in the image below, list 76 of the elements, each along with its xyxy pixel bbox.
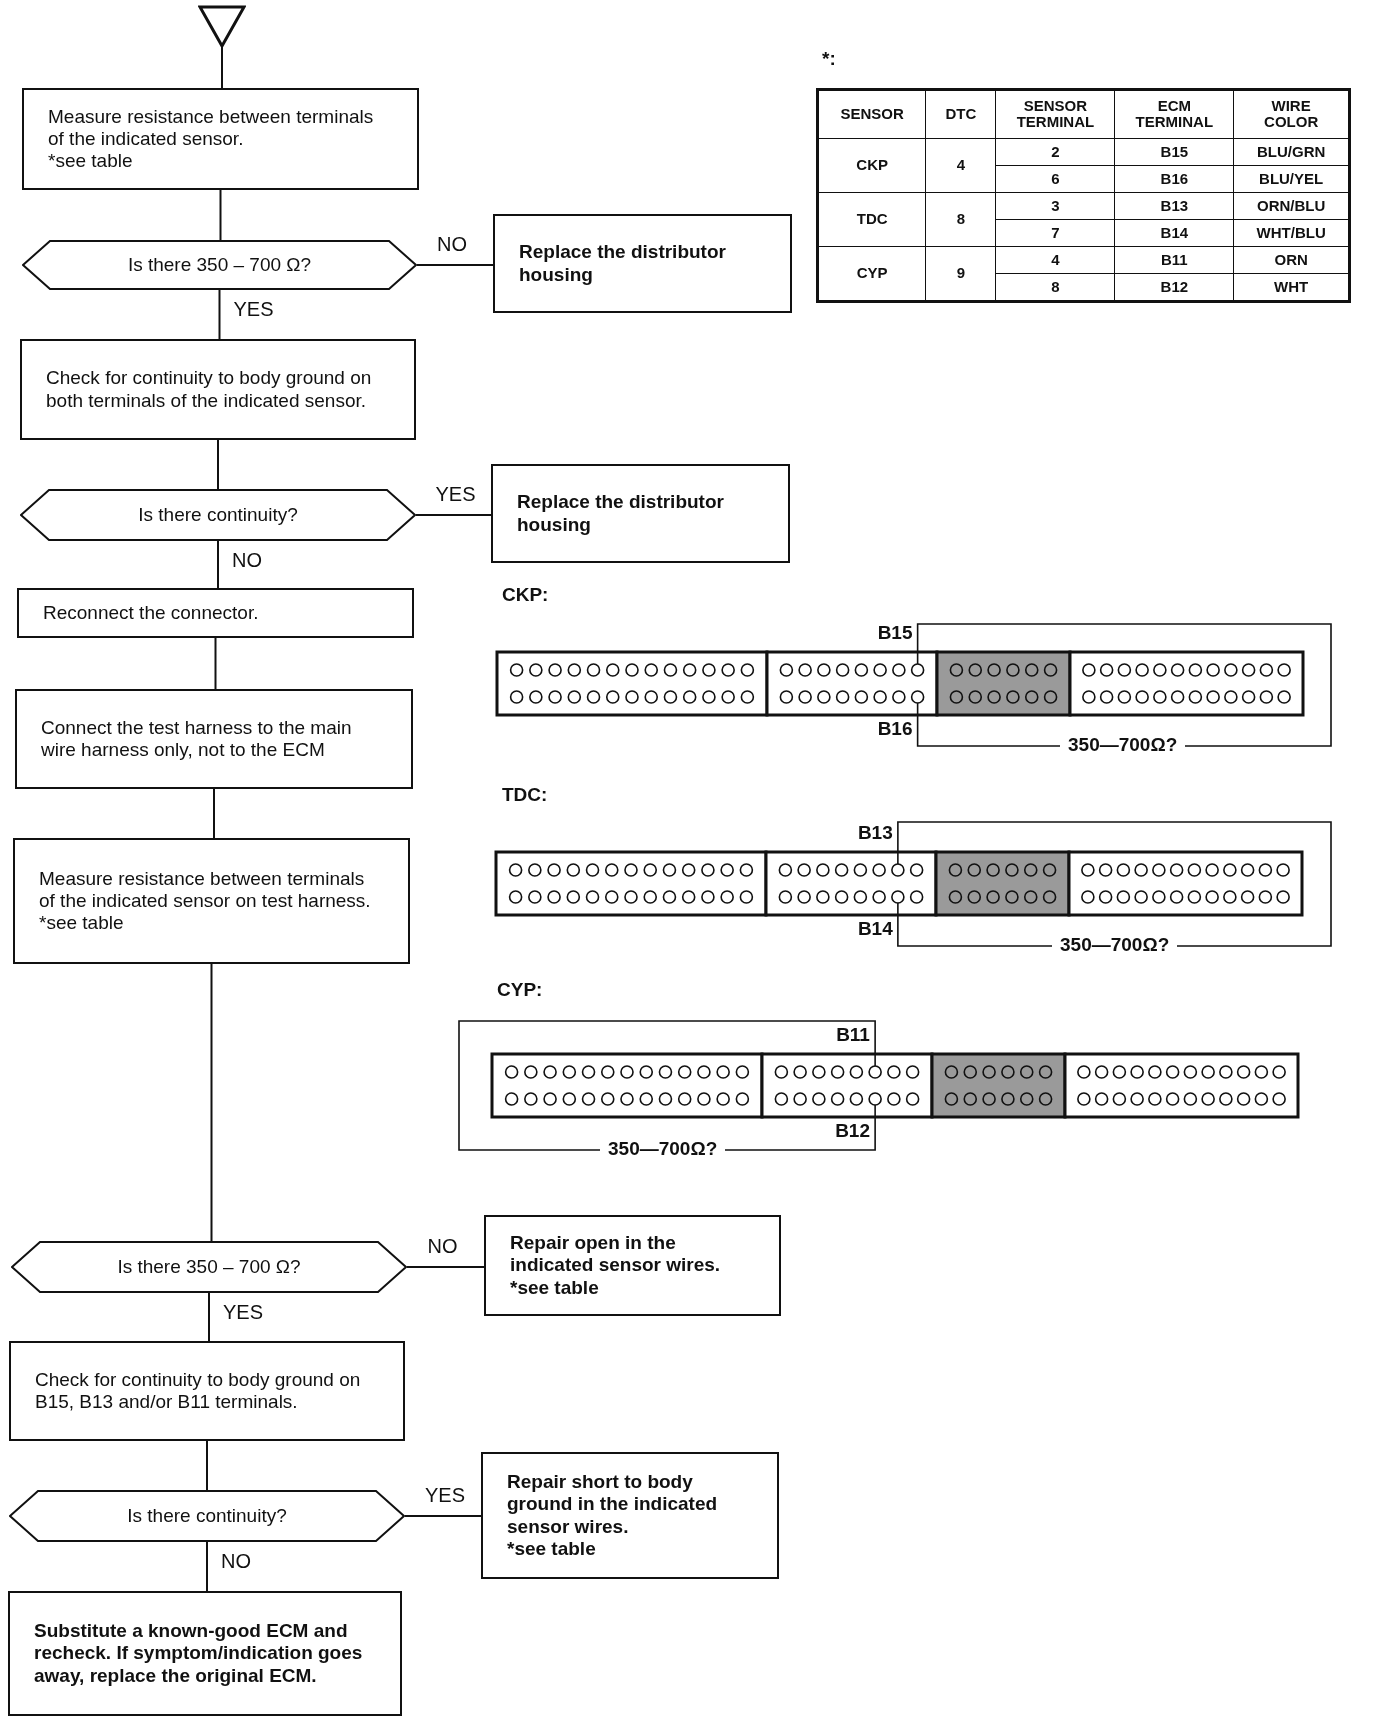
edge-label: YES [435, 483, 476, 506]
connector-line [221, 46, 223, 89]
table-cell: SENSOR TERMINAL [995, 89, 1115, 139]
node-text: Is there 350 – 700 Ω? [117, 1255, 301, 1279]
node-text: Repair open in the indicated sensor wires. [510, 1232, 722, 1277]
table-cell: B11 [1114, 246, 1234, 274]
table-cell: 2 [995, 138, 1115, 166]
edge-label: YES [223, 1301, 264, 1324]
table-cell: DTC [925, 89, 996, 139]
table-cell: B15 [1114, 138, 1234, 166]
process-box [17, 588, 414, 638]
table-cell: CKP [817, 138, 926, 193]
node-text: Repair short to body ground in the indicated sensor wires. [507, 1471, 719, 1538]
table-cell: TDC [817, 192, 926, 247]
connector-line [206, 1440, 208, 1491]
node-text: Connect the test harness to the main wire harness only, not to the ECM [41, 716, 353, 762]
table-cell: ECM TERMINAL [1114, 89, 1234, 139]
connector-line [218, 289, 221, 340]
node-text: *see table [510, 1276, 600, 1299]
node-text: Is there continuity? [138, 503, 298, 527]
process-box [481, 1452, 779, 1579]
table-cell: 4 [925, 138, 996, 193]
node-text: Measure resistance between terminals of the indicated sensor. [48, 105, 375, 151]
node-text: Is there continuity? [127, 1504, 287, 1528]
edge-label: NO [221, 1550, 251, 1573]
decision-shape [20, 489, 416, 541]
node-text: *see table [39, 912, 125, 935]
table-cell: 4 [995, 246, 1115, 274]
process-box [484, 1215, 781, 1316]
table-cell: 6 [995, 165, 1115, 193]
process-box [493, 214, 792, 313]
table-cell: B16 [1114, 165, 1234, 193]
connector-line [416, 264, 494, 266]
connector-line [214, 637, 217, 690]
node-text: *see table [507, 1537, 597, 1560]
connector-line [415, 514, 492, 516]
start-triangle [198, 5, 246, 47]
node-text: Reconnect the connector. [43, 601, 260, 625]
decision-shape [11, 1241, 407, 1293]
table-cell: 7 [995, 219, 1115, 247]
node-text: Check for continuity to body ground on both terminals of the indicated sensor. [46, 367, 373, 412]
connector-line [210, 963, 213, 1242]
connector-line [217, 540, 219, 589]
decision-shape [22, 240, 417, 290]
table-cell: 3 [995, 192, 1115, 220]
process-box [9, 1341, 405, 1441]
connector-line [208, 1292, 210, 1342]
table-cell: B13 [1114, 192, 1234, 220]
table-cell: 8 [925, 192, 996, 247]
connector-line [404, 1515, 482, 1517]
node-text: Measure resistance between terminals of the indicated sensor on test harness. [39, 867, 372, 913]
connector-line [213, 788, 215, 839]
connector-line [219, 189, 222, 241]
table-cell: SENSOR [817, 89, 926, 139]
node-text: Is there 350 – 700 Ω? [127, 253, 312, 277]
connector-line [217, 439, 219, 490]
process-box [22, 88, 419, 190]
process-box [8, 1591, 402, 1716]
connector-line [406, 1266, 485, 1268]
edge-label: NO [427, 1235, 458, 1258]
node-text: *see table [48, 150, 134, 173]
edge-label: NO [232, 549, 262, 572]
table-cell: B14 [1114, 219, 1234, 247]
process-box [20, 339, 416, 440]
node-text: Check for continuity to body ground on B15, B13 and/or B11 terminals. [35, 1368, 362, 1414]
process-box [13, 838, 410, 964]
process-box [491, 464, 790, 563]
node-text: Replace the distributor housing [519, 241, 727, 286]
edge-label: NO [437, 233, 467, 256]
edge-label: YES [425, 1484, 466, 1507]
edge-label: YES [233, 298, 274, 321]
node-text: Replace the distributor housing [517, 491, 725, 536]
node-text: Substitute a known-good ECM and recheck. If symptom/indication goes away, replace the original ECM. [34, 1620, 364, 1687]
decision-shape [9, 1490, 405, 1542]
connector-line [206, 1541, 208, 1592]
process-box [15, 689, 413, 789]
